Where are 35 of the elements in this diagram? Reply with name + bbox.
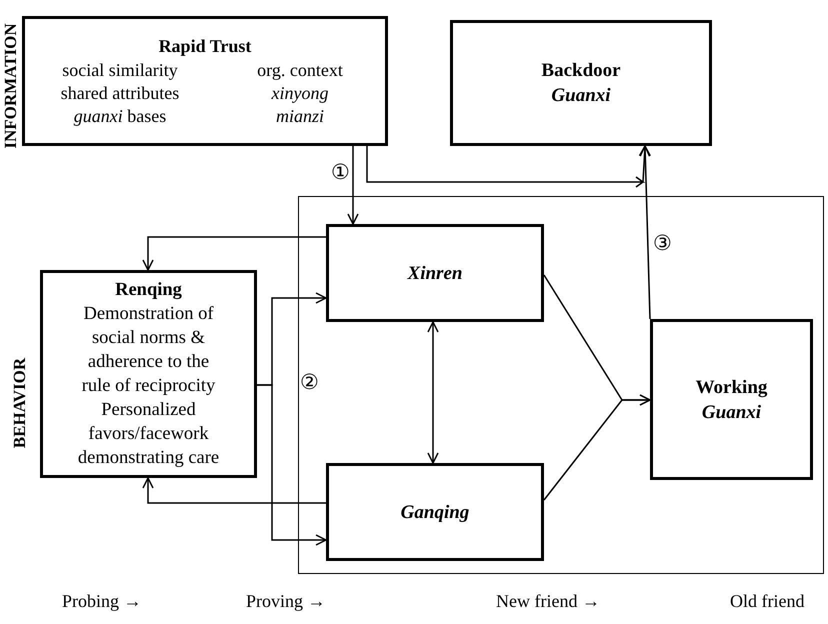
- process-box: [22, 16, 388, 146]
- list-item: shared attributes: [60, 82, 180, 104]
- stage-label: Old friend: [730, 591, 804, 612]
- process-box: [650, 319, 813, 480]
- box-heading: Ganqing: [400, 500, 470, 524]
- process-box: [326, 224, 544, 322]
- box-heading: Backdoor Guanxi: [540, 59, 622, 108]
- box-heading: Renqing: [114, 279, 183, 302]
- list-item: mianzi: [276, 104, 324, 128]
- box-heading: Rapid Trust: [158, 34, 252, 58]
- stage-label: New friend →: [496, 591, 600, 612]
- arrow: [543, 394, 651, 500]
- row-label: INFORMATION: [2, 22, 20, 151]
- box-heading: Working Guanxi: [694, 376, 768, 424]
- process-box: [450, 20, 712, 146]
- arrow: [427, 321, 439, 464]
- list-item: org. context: [257, 58, 343, 82]
- arrow: [142, 477, 326, 504]
- stage-label: Proving →: [246, 591, 326, 612]
- list-item: social similarity: [62, 58, 178, 82]
- list-item: guanxi bases: [74, 104, 166, 128]
- frame-box: [298, 196, 824, 574]
- row-label: BEHAVIOR: [11, 356, 29, 450]
- process-box: [40, 270, 257, 478]
- arrow: [347, 146, 359, 225]
- box-text: Personalized favors/facework demonstrating care: [76, 399, 220, 470]
- stage-label: Probing →: [62, 591, 142, 612]
- list-item: xinyong: [272, 82, 328, 104]
- process-box: [326, 463, 544, 561]
- box-heading: Xinren: [408, 262, 462, 284]
- arrow: [257, 384, 327, 546]
- arrow: [142, 236, 326, 271]
- arrow: [366, 145, 650, 188]
- box-text: Demonstration of social norms & adherence to the rule of reciprocity: [80, 303, 216, 398]
- arrow: [640, 145, 651, 320]
